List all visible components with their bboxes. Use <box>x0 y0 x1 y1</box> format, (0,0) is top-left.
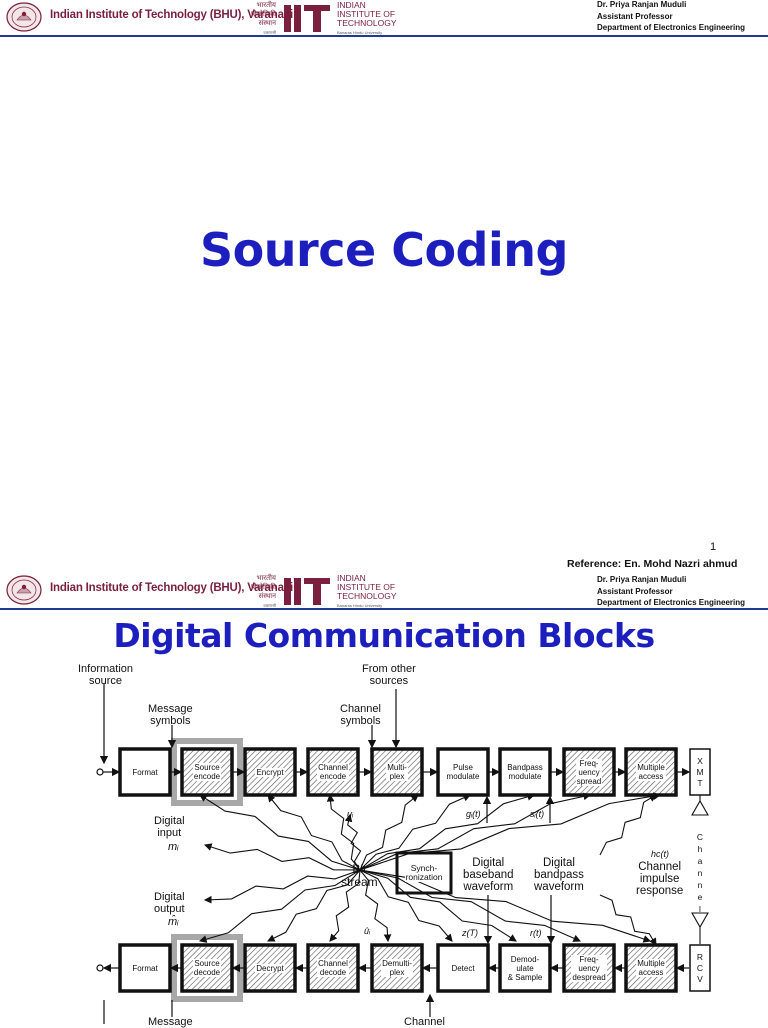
xmt-letter: M <box>696 767 704 777</box>
tx-block-label: Bandpass modulate <box>506 763 544 781</box>
institute-hindi-name: भारतीय प्रौद्योगिकी संस्थान वाराणसी <box>251 1 276 35</box>
communication-block-diagram: Information source From other sources Me… <box>0 655 768 1028</box>
iit-logo-icon <box>284 5 330 32</box>
channel-letter: e <box>697 892 703 902</box>
bhu-emblem-icon <box>6 575 42 605</box>
tx-block-label: Pulse modulate <box>445 763 481 781</box>
bhu-emblem-icon <box>6 2 42 32</box>
author-block: Dr. Priya Ranjan Muduli Assistant Profes… <box>597 0 745 34</box>
rx-block-label: Format <box>131 963 159 973</box>
page-number: 1 <box>710 541 717 553</box>
rx-block-label: Detect <box>450 963 476 973</box>
iit-wordmark: INDIAN INSTITUTE OF TECHNOLOGY Banaras H… <box>337 0 397 36</box>
author-department: Department of Electronics Engineering <box>597 598 746 607</box>
rx-block-label: Decrypt <box>255 963 285 973</box>
rcv-box <box>689 944 711 992</box>
channel-letter: C <box>696 832 704 842</box>
tx-block-label: Multi- plex <box>386 763 408 781</box>
label-hc: hc(t) <box>651 849 669 859</box>
label-digital-baseband: Digital baseband waveform <box>463 857 514 893</box>
reference-note: Reference: En. Mohd Nazri ahmud <box>567 558 738 570</box>
rcv-letter: R <box>696 952 704 962</box>
author-title: Assistant Professor <box>597 11 673 21</box>
label-gi: gᵢ(t) <box>466 809 481 819</box>
label-channel-symbols: Channel symbols <box>340 703 381 727</box>
institute-hindi-name: भारतीय प्रौद्योगिकी संस्थान वाराणसी <box>251 574 276 608</box>
tx-block-label: Multiple access <box>636 763 666 781</box>
institute-name: Indian Institute of Technology (BHU), Va… <box>50 582 293 594</box>
channel-letter: l <box>699 904 701 914</box>
slide-title: Source Coding <box>200 223 568 277</box>
channel-letter: h <box>697 844 703 854</box>
tx-block-label: Format <box>131 767 159 777</box>
author-name: Dr. Priya Ranjan Muduli <box>597 575 687 584</box>
rx-block-label: Demod- ulate & Sample <box>506 954 544 982</box>
label-message-symbols: Message symbols <box>148 703 193 727</box>
label-zt: z(T) <box>462 928 478 938</box>
header-divider <box>0 608 768 610</box>
rx-block-label: Multiple access <box>636 959 666 977</box>
rcv-letter: V <box>697 974 703 984</box>
label-digital-output: Digital output <box>154 891 185 915</box>
rcv-letter: C <box>696 963 704 973</box>
label-other-sources: From other sources <box>362 663 416 687</box>
channel-letter: a <box>697 856 703 866</box>
slide-1: Indian Institute of Technology (BHU), Va… <box>0 0 768 571</box>
xmt-letter: X <box>697 756 703 766</box>
author-title: Assistant Professor <box>597 586 673 596</box>
label-ui: uᵢ <box>347 809 354 819</box>
xmt-letter: T <box>697 778 703 788</box>
channel-letter: n <box>697 880 703 890</box>
author-department: Department of Electronics Engineering <box>597 23 746 32</box>
tx-block-label: Source encode <box>192 763 222 781</box>
tx-block-label: Channel encode <box>317 763 349 781</box>
institute-name: Indian Institute of Technology (BHU), Va… <box>50 9 293 21</box>
iit-logo-icon <box>284 578 330 605</box>
diagram-lines <box>96 683 711 1024</box>
tx-block-label: Freq- uency spread <box>575 758 603 786</box>
label-digital-output-symbol: m̂ᵢ <box>168 916 179 928</box>
label-rt: r(t) <box>530 928 542 938</box>
channel-letter: n <box>697 868 703 878</box>
author-block: Dr. Priya Ranjan Muduli Assistant Profes… <box>597 574 745 609</box>
iit-wordmark: INDIAN INSTITUTE OF TECHNOLOGY Banaras H… <box>337 573 397 609</box>
slide-header: Indian Institute of Technology (BHU), Va… <box>0 573 768 610</box>
author-name: Dr. Priya Ranjan Muduli <box>597 0 687 9</box>
label-bit-stream: Bit stream <box>341 862 378 889</box>
label-channel-impulse: Channel impulse response <box>636 861 684 897</box>
label-digital-input: Digital input <box>154 815 185 839</box>
rx-block-label: Demulti- plex <box>381 959 413 977</box>
block-synchronization: Synch- ronization <box>404 863 444 882</box>
label-si: sᵢ(t) <box>530 809 545 819</box>
label-channel-bottom: Channel <box>404 1016 445 1028</box>
label-information-source: Information source <box>78 663 134 687</box>
tx-block-label: Encrypt <box>255 767 285 777</box>
slide-title-2: Digital Communication Blocks <box>113 616 655 655</box>
rx-block-label: Freq- uency despread <box>571 954 607 982</box>
label-digital-bandpass: Digital bandpass waveform <box>534 857 584 893</box>
header-divider <box>0 35 768 37</box>
label-message-bottom: Message <box>148 1016 193 1028</box>
rx-block-label: Source decode <box>192 959 222 977</box>
label-ui-hat: ûᵢ <box>364 926 371 936</box>
slide-header: Indian Institute of Technology (BHU), Va… <box>0 0 768 37</box>
rx-block-label: Channel decode <box>317 959 349 977</box>
label-digital-input-symbol: mᵢ <box>168 841 179 853</box>
